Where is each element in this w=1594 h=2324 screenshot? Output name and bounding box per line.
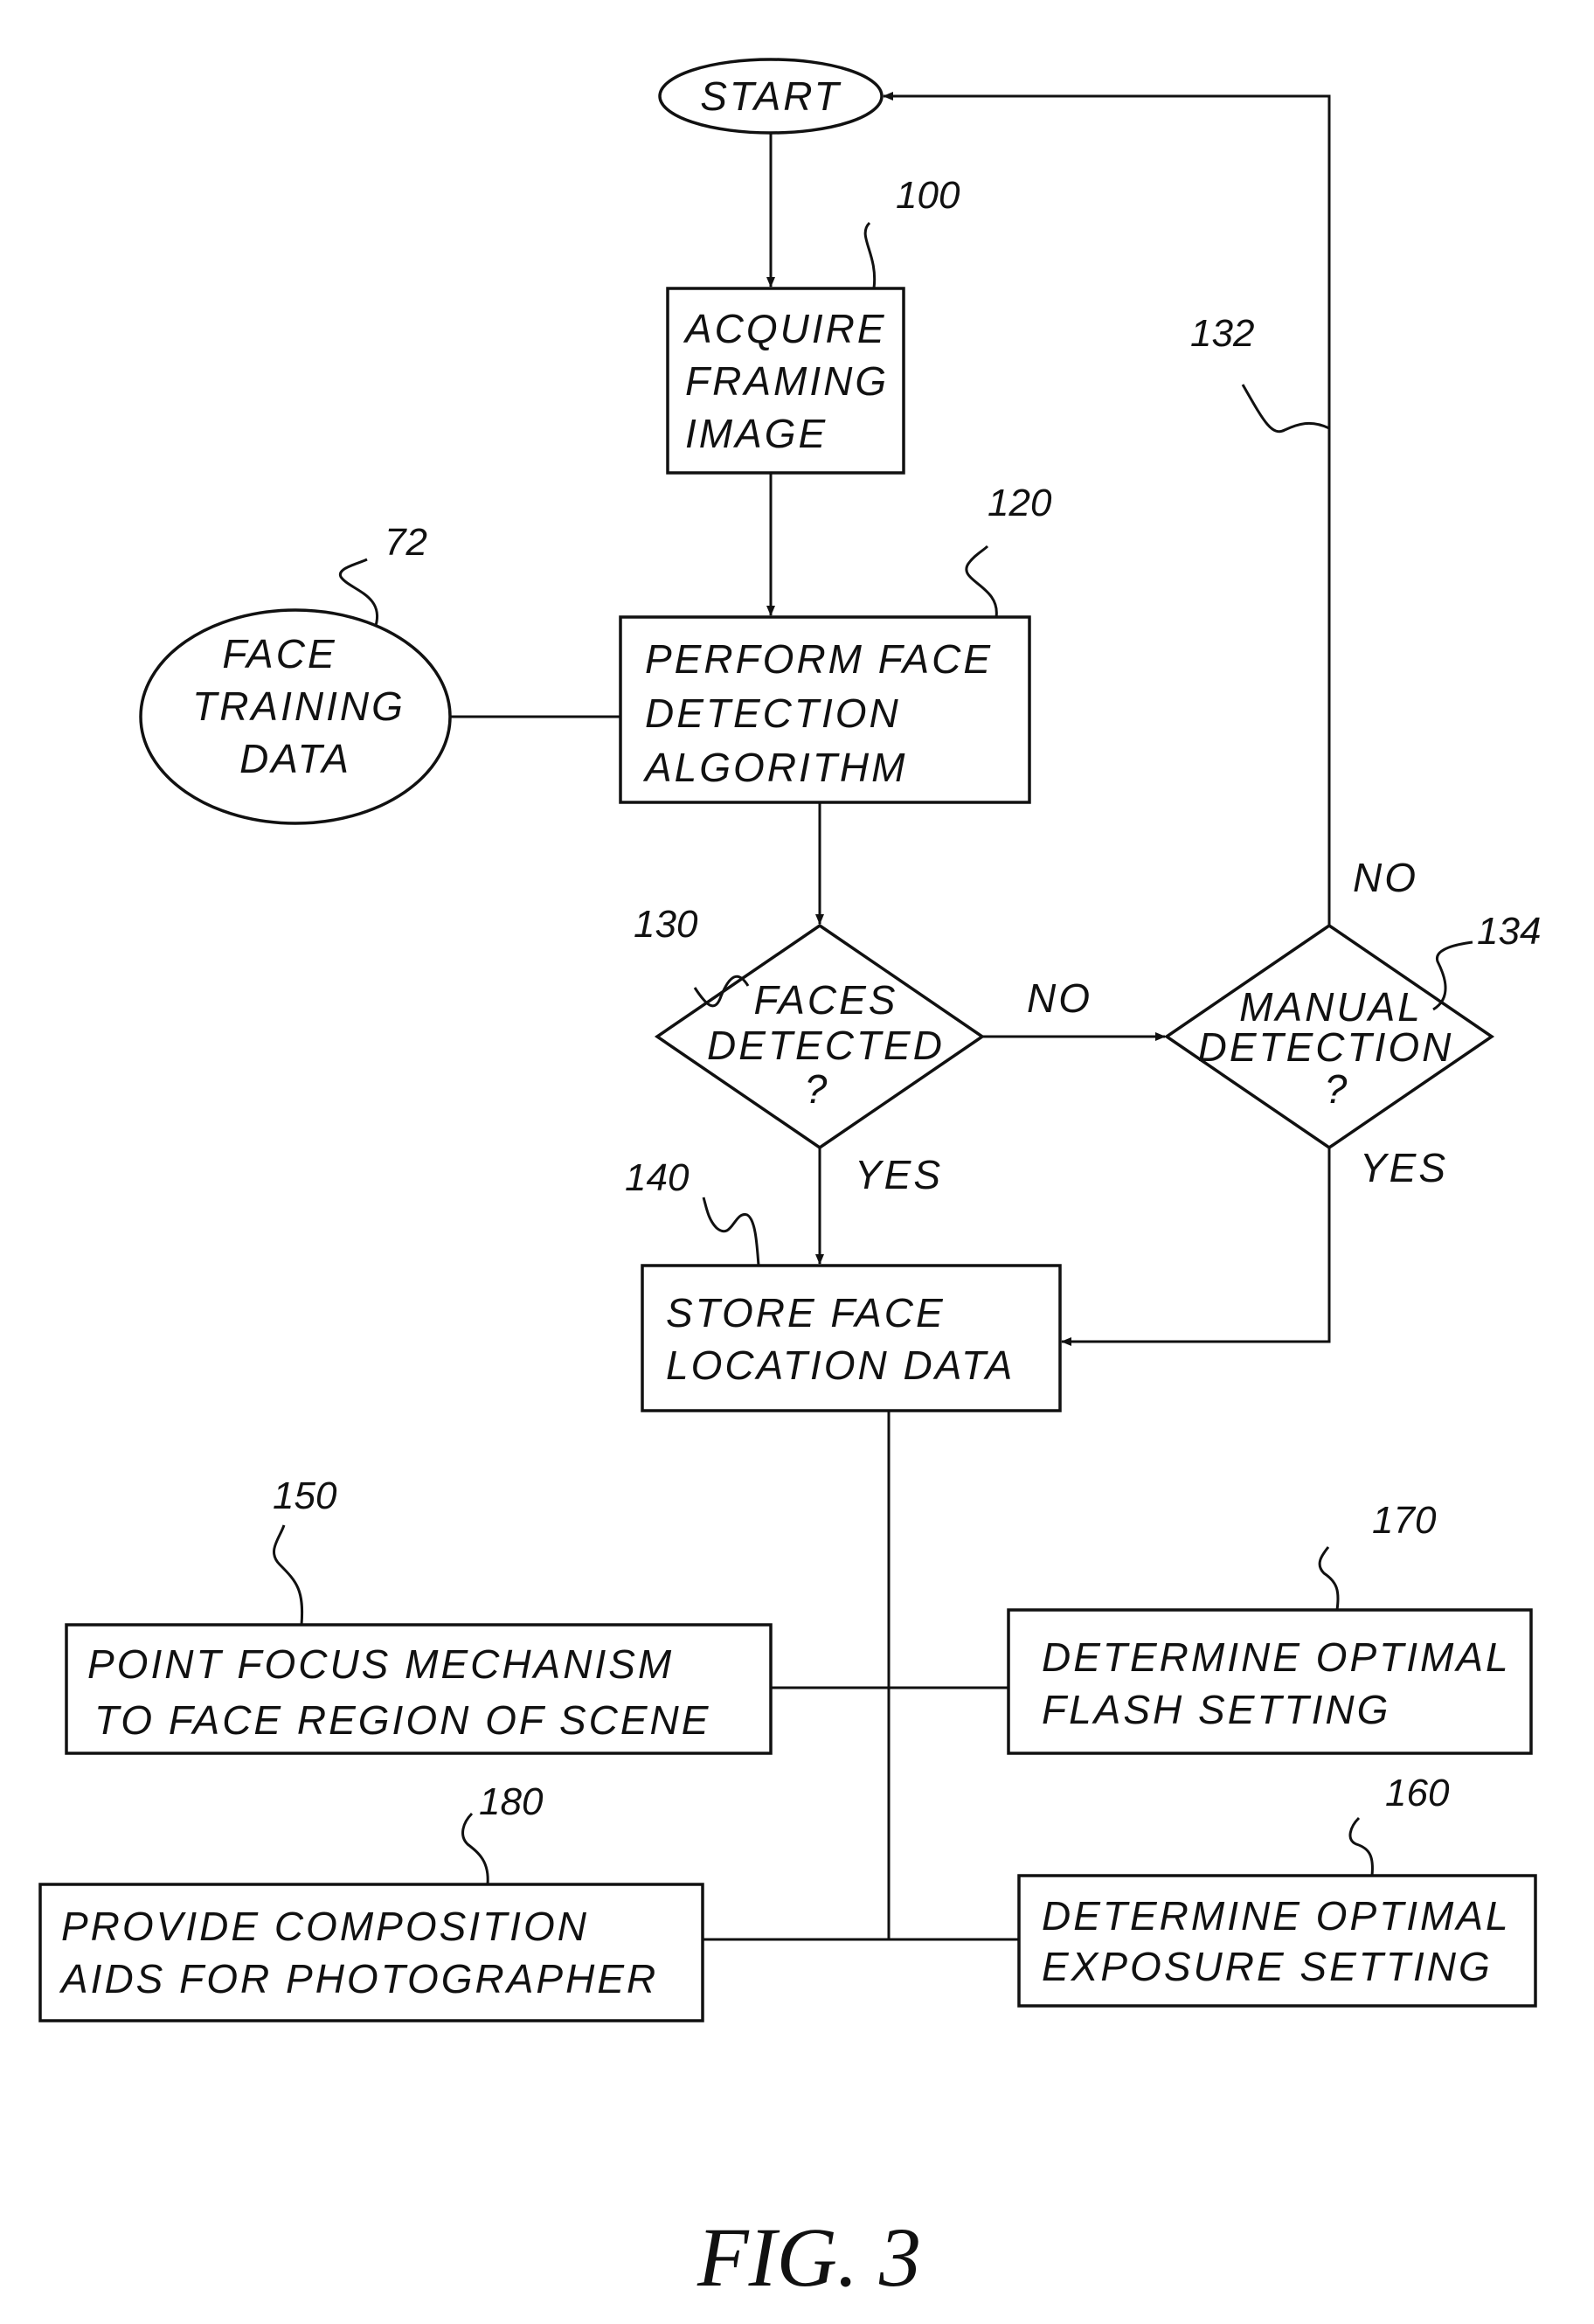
flash-label-1: DETERMINE OPTIMAL <box>1042 1634 1511 1680</box>
faces-decision: FACES DETECTED ? 130 NO YES <box>634 903 1092 1197</box>
training-label-2: TRAINING <box>192 683 405 729</box>
manual-ref: 134 <box>1477 910 1541 953</box>
edge-manual-yes <box>1061 1148 1331 1346</box>
compose-label-2: AIDS FOR PHOTOGRAPHER <box>59 1956 658 2001</box>
flash-ref: 170 <box>1372 1499 1437 1542</box>
store-node: STORE FACE LOCATION DATA 140 <box>625 1156 1062 1412</box>
manual-no-label: NO <box>1353 855 1418 900</box>
training-ref: 72 <box>385 521 427 564</box>
manual-label-2: DETECTION <box>1198 1024 1454 1070</box>
compose-label-1: PROVIDE COMPOSITION <box>61 1904 589 1949</box>
compose-node: PROVIDE COMPOSITION AIDS FOR PHOTOGRAPHE… <box>38 1780 704 2022</box>
manual-yes-label: YES <box>1360 1145 1448 1190</box>
faces-label-1: FACES <box>754 977 898 1023</box>
edge-manual-no-loop <box>883 92 1331 926</box>
faces-ref: 130 <box>634 903 698 946</box>
flash-label-2: FLASH SETTING <box>1042 1687 1390 1732</box>
connectors <box>450 92 1331 1941</box>
loop-ref: 132 <box>1190 312 1330 434</box>
detect-ref: 120 <box>988 482 1052 524</box>
manual-label-1: MANUAL <box>1239 984 1423 1030</box>
focus-node: POINT FOCUS MECHANISM TO FACE REGION OF … <box>65 1474 773 1755</box>
store-label-1: STORE FACE <box>666 1290 946 1335</box>
detect-node: PERFORM FACE DETECTION ALGORITHM 120 <box>619 482 1052 804</box>
detect-label-1: PERFORM FACE <box>645 636 993 682</box>
faces-label-2: DETECTED <box>707 1023 945 1068</box>
training-label-3: DATA <box>239 736 351 781</box>
exposure-label-2: EXPOSURE SETTING <box>1042 1944 1493 1989</box>
focus-label-1: POINT FOCUS MECHANISM <box>87 1641 674 1687</box>
figure-caption: FIG. 3 <box>697 2210 921 2304</box>
acquire-ref: 100 <box>896 174 960 217</box>
acquire-label-1: ACQUIRE <box>683 306 887 351</box>
acquire-node: ACQUIRE FRAMING IMAGE 100 <box>666 174 960 475</box>
detect-label-3: ALGORITHM <box>642 745 907 790</box>
acquire-label-2: FRAMING <box>685 358 889 404</box>
faces-label-3: ? <box>805 1066 830 1112</box>
focus-ref: 150 <box>273 1474 337 1517</box>
store-label-2: LOCATION DATA <box>666 1342 1015 1388</box>
training-label-1: FACE <box>222 631 336 676</box>
manual-label-3: ? <box>1325 1066 1350 1112</box>
acquire-label-3: IMAGE <box>685 411 828 456</box>
exposure-node: DETERMINE OPTIMAL EXPOSURE SETTING 160 <box>1017 1772 1537 2008</box>
flash-node: DETERMINE OPTIMAL FLASH SETTING 170 <box>1007 1499 1533 1755</box>
exposure-label-1: DETERMINE OPTIMAL <box>1042 1893 1511 1939</box>
start-node: START <box>658 58 884 135</box>
start-label: START <box>700 73 842 119</box>
training-node: FACE TRAINING DATA 72 <box>139 521 452 825</box>
faces-no-label: NO <box>1027 975 1092 1021</box>
faces-yes-label: YES <box>855 1152 943 1197</box>
store-ref: 140 <box>625 1156 690 1199</box>
exposure-ref: 160 <box>1385 1772 1450 1814</box>
focus-label-2: TO FACE REGION OF SCENE <box>94 1697 710 1743</box>
compose-ref: 180 <box>479 1780 544 1823</box>
detect-label-2: DETECTION <box>645 690 901 736</box>
manual-decision: MANUAL DETECTION ? 134 NO YES <box>1163 855 1541 1190</box>
loop-ref-label: 132 <box>1190 312 1254 355</box>
